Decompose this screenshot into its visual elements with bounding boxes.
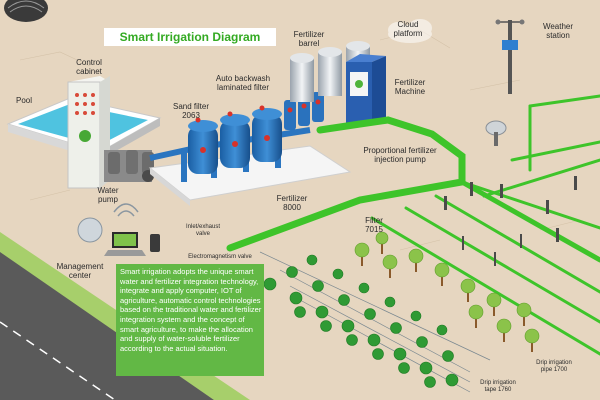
title-background bbox=[104, 28, 276, 46]
sensor-poles bbox=[444, 176, 577, 266]
cloud-icon bbox=[388, 19, 432, 43]
description-panel bbox=[116, 264, 264, 376]
label-sand-filter: Sand filter 2063 bbox=[172, 102, 210, 120]
label-cloud-platform: Cloud platform bbox=[393, 20, 423, 38]
label-control-cabinet: Control cabinet bbox=[76, 58, 102, 76]
road-lane-marking bbox=[0, 321, 116, 400]
weather-station bbox=[495, 19, 525, 94]
label-auto-backwash: Auto backwash laminated filter bbox=[215, 74, 271, 92]
label-fertilizer-machine: Fertilizer Machine bbox=[394, 78, 426, 96]
label-pool: Pool bbox=[15, 96, 32, 105]
label-drip-tape: Drip irrigation tape 1760 bbox=[480, 380, 516, 393]
management-center bbox=[77, 203, 160, 256]
platform-side bbox=[150, 168, 190, 206]
label-filter-7015: Filter 7015 bbox=[365, 216, 383, 234]
label-fertilizer-barrel: Fertilizer barrel bbox=[293, 30, 325, 48]
label-fertilizer-8000: Fertilizer 8000 bbox=[276, 194, 308, 212]
label-weather-station: Weather station bbox=[542, 22, 574, 40]
label-water-pump: Water pump bbox=[97, 186, 119, 204]
crop-rows bbox=[263, 254, 459, 388]
fruit-trees bbox=[354, 231, 540, 352]
green-pipes bbox=[226, 94, 600, 356]
water-pumps bbox=[104, 150, 154, 182]
label-management-center: Management center bbox=[56, 262, 104, 280]
control-cabinet bbox=[67, 76, 110, 189]
logo-mark bbox=[4, 0, 48, 22]
description-text: Smart irrigation adopts the unique smart… bbox=[120, 267, 262, 353]
label-injection-pump: Proportional fertilizer injection pump bbox=[363, 146, 437, 164]
diagram-title: Smart Irrigation Diagram bbox=[119, 30, 261, 44]
sand-filter-tanks bbox=[188, 105, 282, 174]
label-inlet-exhaust-valve: Inlet/exhaust valve bbox=[185, 224, 221, 237]
fertilizer-machine bbox=[346, 54, 386, 124]
satellite-dish bbox=[485, 120, 507, 146]
label-electromagnetism-valve: Electromagnetism valve bbox=[188, 254, 252, 260]
laminated-filters bbox=[284, 92, 324, 130]
label-drip-pipe: Drip irrigation pipe 1700 bbox=[536, 360, 572, 373]
drip-lines bbox=[259, 251, 491, 393]
